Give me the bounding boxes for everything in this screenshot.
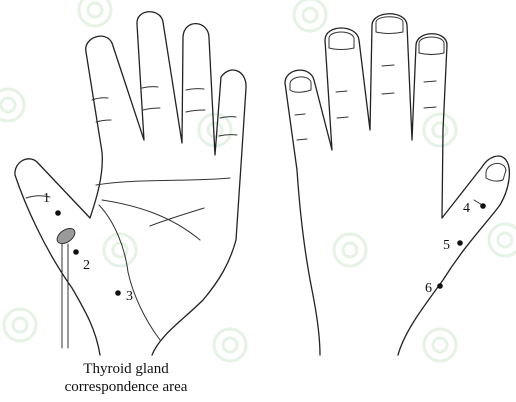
point-3: 3: [115, 289, 133, 304]
point-2-label: 2: [83, 258, 90, 273]
thyroid-caption: Thyroid gland correspondence area: [6, 360, 246, 396]
right-hand-back: [285, 14, 509, 355]
point-4-label: 4: [463, 201, 470, 216]
point-5: 5: [443, 238, 463, 253]
right-hand-outline: [285, 14, 509, 355]
point-1-label: 1: [43, 191, 50, 206]
point-1: 1: [43, 191, 61, 216]
caption-line-2: correspondence area: [6, 378, 246, 396]
point-2: 2: [73, 249, 90, 273]
thyroid-area: [54, 225, 77, 246]
point-5-label: 5: [443, 238, 450, 253]
point-3-label: 3: [126, 289, 133, 304]
point-6-label: 6: [425, 281, 432, 296]
point-4: 4: [463, 201, 486, 216]
point-6: 6: [425, 281, 443, 296]
caption-line-1: Thyroid gland: [6, 360, 246, 378]
